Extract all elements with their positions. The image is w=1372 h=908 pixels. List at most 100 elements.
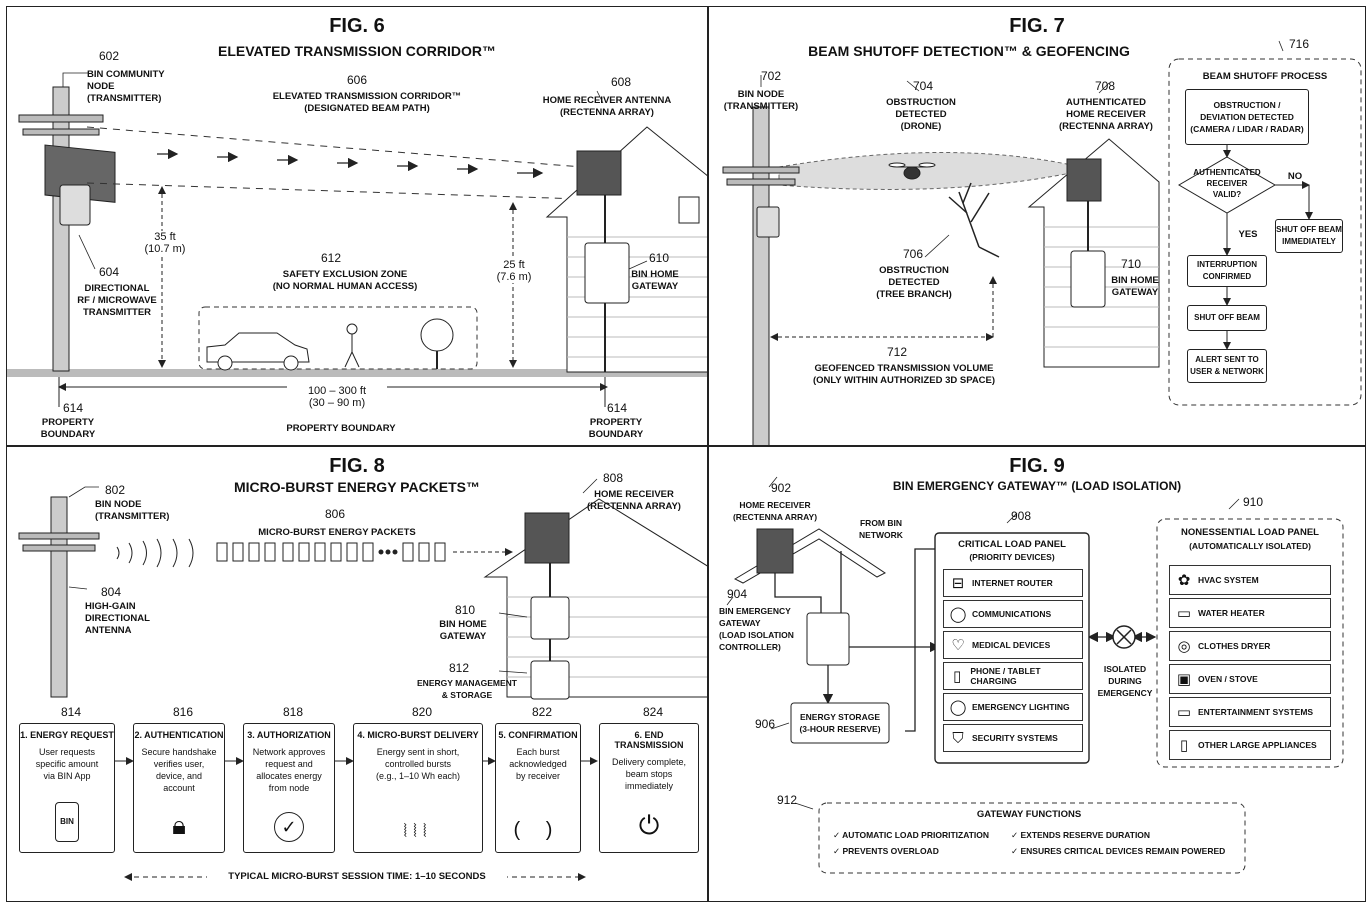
tree [420,318,454,369]
load-item: ✿ HVAC SYSTEM [1169,565,1331,595]
step-title: 6. END TRANSMISSION [614,730,684,750]
function-4: ✓ ENSURES CRITICAL DEVICES REMAIN POWERE… [1011,846,1226,856]
step-title: 4. MICRO-BURST DELIVERY [357,730,479,740]
bulb-icon: ◯ [949,699,967,716]
load-item-label: INTERNET ROUTER [972,578,1053,588]
load-item-label: COMMUNICATIONS [972,609,1052,619]
step-4: 4. MICRO-BURST DELIVERY Energy sent in sh… [353,723,483,853]
load-item: ⊟INTERNET ROUTER [943,569,1083,597]
load-item: ◎CLOTHES DRYER [1169,631,1331,661]
step-desc: Secure handshake verifies user, device, … [141,747,217,793]
load-item: ▭ENTERTAINMENT SYSTEMS [1169,697,1331,727]
oven-icon: ▣ [1176,671,1192,688]
rectenna [756,528,794,574]
load-item: ⛉ SECURITY SYSTEMS [943,724,1083,752]
geofenced-beam [778,152,1090,190]
ref-712: 712 [887,345,908,359]
utility-pole [18,86,116,372]
transmitter-label: DIRECTIONAL RF / MICROWAVE TRANSMITTER [77,283,157,318]
load-item: ▯OTHER LARGE APPLIANCES [1169,730,1331,760]
antenna-label: HOME RECEIVER ANTENNA (RECTENNA ARRAY) [542,95,672,118]
gateway-label: BIN HOME GATEWAY [1111,275,1159,298]
yes-label: YES [1238,229,1258,240]
home-gateway [584,242,630,304]
ref-906: 906 [755,717,776,731]
nonessential-frame [1156,518,1344,768]
load-item: ▯PHONE / TABLET CHARGING [943,662,1083,690]
ref-702: 702 [761,69,782,83]
load-item-label: HVAC SYSTEM [1198,575,1259,585]
lock-icon: 🔒︎ [172,810,186,840]
receiver-label: AUTHENTICATED HOME RECEIVER (RECTENNA AR… [1059,97,1153,132]
process-title: BEAM SHUTOFF PROCESS [1202,71,1328,82]
from-bin-label: FROM BIN NETWORK [859,518,903,540]
critical-panel-title: CRITICAL LOAD PANEL [958,539,1066,550]
step-desc: Network approves request and allocates e… [252,747,326,793]
monitor-icon: ♡ [951,637,965,654]
ref-912: 912 [777,793,798,807]
property-boundary-right: PROPERTY BOUNDARY [588,417,644,440]
fig9-drawing [726,476,1344,874]
load-item-label: ENTERTAINMENT SYSTEMS [1198,707,1314,717]
home-gateway [1070,250,1106,308]
functions-title: GATEWAY FUNCTIONS [976,809,1082,820]
step-desc: User requests specific amount via BIN Ap… [35,747,99,781]
ref-908: 908 [1011,509,1032,523]
fig6-panel: FIG. 6 ELEVATED TRANSMISSION CORRIDOR™ 6… [6,6,708,446]
fig7-title: BEAM SHUTOFF DETECTION™ & GEOFENCING [808,43,1130,59]
signal-icon: ( ) [513,819,563,841]
distance-label: 100 – 300 ft (30 – 90 m) [287,385,387,409]
receiver-label: HOME RECEIVER (RECTENNA ARRAY) [587,489,681,512]
fig6-title: ELEVATED TRANSMISSION CORRIDOR™ [218,43,496,59]
beam-arrows [157,148,544,179]
tree-label: OBSTRUCTION DETECTED (TREE BRANCH) [876,265,952,300]
fig8-panel: FIG. 8 MICRO-BURST ENERGY PACKETS™ 802 B… [6,446,708,902]
ref-610: 610 [649,251,670,265]
fan-icon: ✿ [1177,572,1191,589]
house-roof [733,528,886,584]
rectenna [576,150,622,196]
step-title: 2. AUTHENTICATION [134,730,224,740]
emergency-gateway-label: BIN EMERGENCY GATEWAY (LOAD ISOLATION CO… [719,606,794,652]
ref-608: 608 [611,75,632,89]
bin-app-label: BIN [55,802,79,842]
load-item-label: OTHER LARGE APPLIANCES [1198,740,1317,750]
check-icon: ✓ [244,812,334,842]
shield-icon: ⛉ [952,729,964,747]
fig6-drawing [7,72,707,407]
step-desc: Energy sent in short, controlled bursts … [375,747,461,781]
step-ref-4: 820 [412,705,433,719]
load-item-label: SECURITY SYSTEMS [972,733,1058,743]
load-item-label: EMERGENCY LIGHTING [972,702,1070,712]
load-item: ▭WATER HEATER [1169,598,1331,628]
critical-panel-subtitle: (PRIORITY DEVICES) [969,552,1055,562]
ref-602: 602 [99,49,120,63]
ref-706: 706 [903,247,924,261]
step-ref-1: 814 [61,705,82,719]
height-35ft: 35 ft (10.7 m) [135,231,195,255]
gateway-label: BIN HOME GATEWAY [439,619,487,642]
step-ref-3: 818 [283,705,304,719]
ref-708: 708 [1095,79,1116,93]
rectenna [1066,158,1102,202]
fig9-panel: FIG. 9 BIN EMERGENCY GATEWAY™ (LOAD ISOL… [708,446,1366,902]
ref-614-right: 614 [607,401,628,415]
heater-icon: ▭ [1176,605,1192,622]
ref-812: 812 [449,661,470,675]
step-title: 5. CONFIRMATION [498,730,578,740]
exclusion-zone-label: SAFETY EXCLUSION ZONE (NO NORMAL HUMAN A… [272,269,418,292]
energy-mgmt-label: ENERGY MANAGEMENT & STORAGE [417,678,517,700]
ref-902: 902 [771,481,792,495]
community-node-label: BIN COMMUNITY NODE (TRANSMITTER) [87,69,165,104]
utility-pole [722,106,800,445]
exclusion-zone [198,306,478,370]
height-25ft: 25 ft (7.6 m) [487,259,541,283]
load-item-label: CLOTHES DRYER [1198,641,1271,651]
ref-612: 612 [321,251,342,265]
load-item: ♡ MEDICAL DEVICES [943,631,1083,659]
fig9-title: BIN EMERGENCY GATEWAY™ (LOAD ISOLATION) [892,479,1182,493]
ref-910: 910 [1243,495,1264,509]
load-item-label: MEDICAL DEVICES [972,640,1051,650]
